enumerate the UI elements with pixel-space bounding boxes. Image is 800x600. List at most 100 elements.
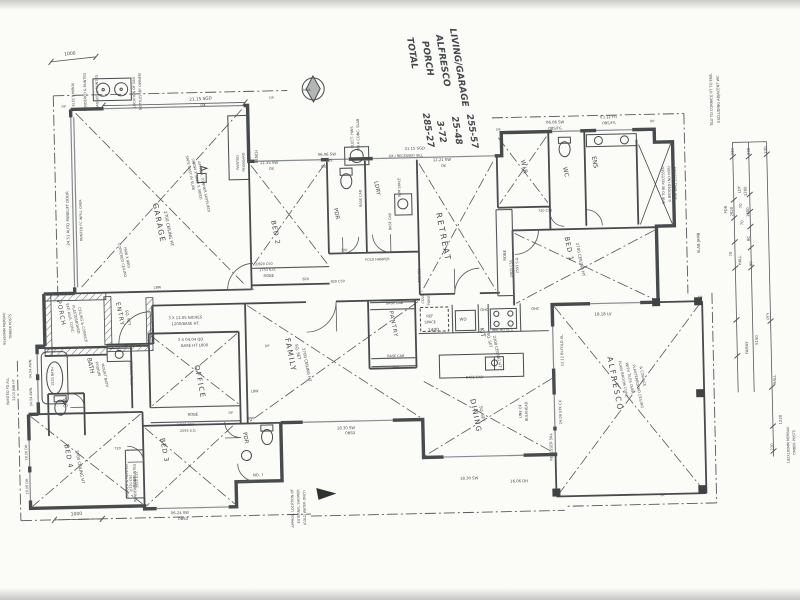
alfresco-post	[694, 297, 703, 306]
interior-walls	[28, 130, 657, 506]
chain-bc: BC	[746, 235, 751, 241]
area-alfresco-value: 25-48	[449, 116, 464, 146]
room-porch-note1: EXP. AGG. CONC.	[65, 303, 75, 334]
wall-oven-icon	[454, 309, 477, 332]
note-bulkhead-2: BULKHEAD	[524, 401, 528, 421]
wall-lbw-2: LBW	[251, 389, 259, 393]
door-2593-so-b: 2593 S.O.	[180, 429, 197, 433]
win-2115-2: OX / RECESSED SILL	[389, 153, 423, 158]
external-shower-arrow-icon	[316, 487, 337, 500]
dp-2: DP	[269, 96, 274, 100]
alfresco-post	[552, 488, 561, 497]
joinery-wm-space: W/M SPACE	[397, 178, 401, 197]
note-wall-recess: WALL RECESS	[129, 361, 134, 385]
note-see-note2: SEE NOTE 2	[492, 327, 513, 331]
note-rendered-painted-b: RENDERED & PAINTED	[133, 463, 138, 502]
room-alfresco-note1: PLAIN BROOM CONC.	[617, 360, 628, 398]
joinery-robe-bed4: ROBE	[132, 476, 137, 487]
note-slab-jamb: SLAB JAMB	[696, 232, 701, 253]
note-bath-size: 1525 BATH	[50, 367, 54, 386]
joinery-robe-retreat: ROBE	[502, 249, 507, 260]
fixtures	[40, 74, 673, 500]
chain-family: FAMILY	[744, 341, 749, 355]
room-family-ceiling: 2700 CEILING HT	[301, 347, 313, 382]
win-1818: 18.18 LV	[594, 311, 612, 316]
note-ext-shower-3: (COLD WATER ONLY)	[302, 490, 307, 526]
win-1806a: 18.06 DH	[24, 444, 28, 460]
alfresco-post	[652, 298, 661, 307]
joinery-basecab-island: BASE CAB	[466, 375, 484, 379]
area-alfresco-label: ALFRESCO	[433, 33, 452, 88]
room-ldry: LDRY	[372, 181, 381, 197]
cooktop-icon	[489, 307, 518, 330]
win-0606-1: 06.06 SW	[318, 151, 337, 156]
wall-lbw-3: LBW	[247, 416, 255, 420]
north-point-diamond	[305, 74, 321, 103]
note-fd-2: 2200 JMB HT	[12, 378, 17, 401]
dp-5: DP	[698, 295, 703, 299]
joinery-ref2: SPACE	[424, 320, 436, 324]
door-3820-c50-a: 3/820 C50	[509, 260, 513, 278]
room-bath: BATH	[85, 357, 95, 374]
room-bed4: BED 4	[62, 443, 75, 469]
door-820-c50-a: 820 C50	[331, 279, 345, 283]
note-merbau-left-1: 90X90MM MERBAU	[2, 312, 7, 345]
dim-1000-top: 1000	[64, 50, 76, 57]
win-0312-1: 03.12 FG	[600, 114, 617, 119]
chain-90: 90	[748, 261, 753, 267]
room-porch-note2: PLASTERBOARD	[71, 305, 81, 334]
win-0312-2: OBS/FG	[602, 121, 616, 125]
chain-ldy: LDY	[736, 185, 741, 193]
room-pdr2: PDR	[241, 432, 249, 445]
room-pdr2-no7: NO. 7	[253, 472, 264, 477]
chain-230-b: 230	[746, 147, 751, 155]
room-porch-note3: CEILING & CORNICE	[77, 307, 88, 344]
note-merbau-left-2: TIMBER POSTS	[8, 314, 13, 340]
win-recessed-sill: RECESSED SILL	[549, 433, 554, 461]
fridge-space-icon	[419, 306, 450, 333]
chain-hall-2: HALL	[772, 374, 777, 385]
alfresco-post	[696, 389, 705, 398]
note-fd-1: PAINTED FD ALL	[6, 377, 11, 405]
win-1215-2: OX	[269, 167, 275, 171]
win-0624-2: OBSD	[178, 517, 189, 521]
toilet-icon	[53, 395, 67, 403]
note-niche-3: 3 X 04.04 QD	[178, 336, 204, 342]
room-family-sqset: SQ. SET	[294, 344, 302, 361]
joinery-ref3: 1400	[428, 327, 440, 333]
note-cold-2: POINT	[427, 294, 431, 305]
door-2720-c50: 2/720 C50	[129, 475, 133, 493]
plan-text-labels: LIVING/GARAGE255-57ALFRESCO25-48PORCH3-7…	[2, 28, 796, 528]
bath-vanity-icon	[106, 347, 132, 363]
room-retreat: RETREAT	[434, 212, 453, 263]
dimension-chain-lines	[48, 53, 777, 524]
basin-icon	[240, 450, 252, 462]
room-bed1: BED 1	[563, 236, 576, 262]
room-bed1-ceiling: 2700 CEILING HT	[575, 242, 587, 277]
door-1553-so: 1553 S.O.	[135, 471, 139, 488]
chain-1600: 1600	[745, 207, 750, 217]
door-720-a: 720	[341, 248, 348, 252]
room-ens: ENS	[590, 156, 599, 169]
win-0606-2: OBS	[325, 158, 333, 162]
gas-bottle-enclosure	[92, 77, 132, 102]
chain-5150: 5150	[754, 335, 759, 345]
dp-6: DP	[265, 344, 270, 348]
door-1753-so: 1753 S.O.	[259, 268, 276, 272]
chain-hall-1: HALL	[737, 255, 742, 266]
room-wc2: WC	[60, 398, 68, 408]
joinery-pegboard-1: PAINTED	[236, 155, 240, 170]
door-swing-arcs	[70, 209, 603, 483]
laundry-tub-icon	[394, 193, 413, 216]
room-office: OFFICE	[192, 365, 206, 400]
chain-70-b: 70	[739, 220, 744, 226]
note-shr-3: SHR WALL 2000MM	[673, 167, 678, 200]
kitchen-island	[438, 352, 525, 379]
note-tile-2: EXCLUDING ADJACENT WC	[716, 75, 721, 123]
dp-7: DP	[228, 411, 233, 415]
joinery-robe-office: ROBE	[187, 412, 198, 417]
door-820: 820	[302, 277, 309, 281]
window-glazing-lines	[28, 104, 641, 510]
note-rendered-painted: RENDERED & PAINTED	[83, 72, 88, 111]
